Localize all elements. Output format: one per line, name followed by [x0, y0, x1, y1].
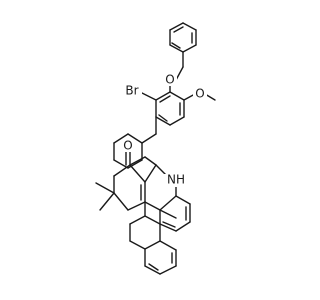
naphthalene-ring-c	[144, 240, 177, 275]
oxygen-methoxy-label: O	[195, 87, 204, 101]
cyclohexanone-ring-main	[113, 149, 157, 211]
gem-dimethyl	[95, 182, 115, 211]
bromo-methoxy-phenyl-ring	[155, 91, 185, 126]
naphthalene-ring-a	[159, 195, 191, 232]
bond-br	[139, 91, 157, 101]
atom-labels: O Br O O NH	[121, 73, 207, 187]
bond-ring-fusion	[127, 201, 146, 211]
structure-canvas: O Br O O NH	[95, 22, 216, 275]
molecule-drawing: O Br O O NH	[95, 22, 216, 275]
benzyl-phenyl-ring	[169, 22, 197, 53]
nh-label: NH	[167, 173, 185, 187]
bromine-label: Br	[125, 84, 138, 98]
benzyl-ch2-link	[175, 51, 184, 81]
naphthalene-ring-b	[129, 201, 161, 250]
cyclohexanone-ring	[113, 133, 157, 169]
oxygen-ketone-label: O	[123, 139, 132, 153]
bond-c4a-c12b	[129, 164, 146, 183]
oxygen-benzyloxy-label: O	[165, 73, 174, 87]
